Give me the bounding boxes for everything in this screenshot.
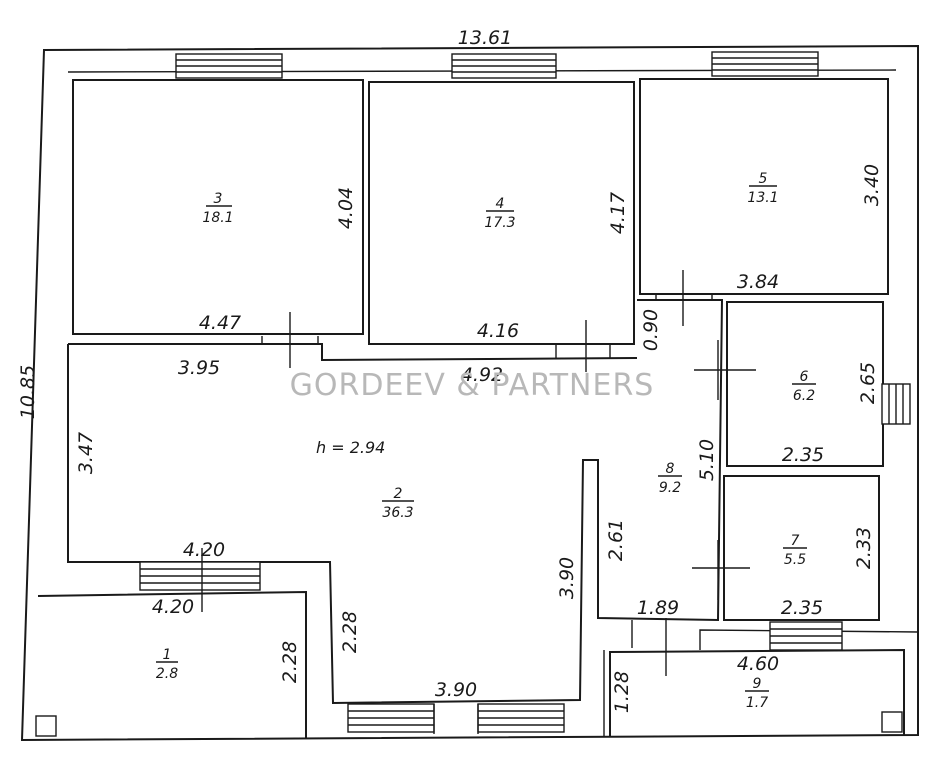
room-1-number: 1 (163, 647, 172, 663)
dim-r9-width: 4.60 (737, 653, 779, 675)
room-5-number: 5 (759, 171, 768, 187)
dim-r7-height: 2.33 (853, 527, 875, 569)
room-8-number: 8 (666, 461, 675, 477)
room-3-outline (72, 79, 364, 335)
dim-overall-width: 13.61 (458, 27, 512, 49)
room-label-8: 8 9.2 (658, 461, 682, 496)
room-2-outline (67, 343, 638, 705)
corner-marker-right (881, 711, 903, 733)
room-4-area-value: 17.3 (484, 215, 515, 231)
dim-r1-height: 2.28 (279, 641, 301, 683)
dim-r6-height: 2.65 (857, 362, 879, 404)
room-7-area: 5.5 (784, 552, 806, 568)
dim-r3-height: 4.04 (335, 187, 357, 229)
window-bottom-2 (477, 703, 565, 733)
window-room-7 (769, 621, 843, 651)
window-top-center (451, 53, 557, 79)
room-9-area: 1.7 (746, 695, 768, 711)
dim-r2-right: 3.90 (556, 557, 578, 599)
room-label-1: 1 2.8 (156, 647, 178, 682)
room-label-9: 9 1.7 (745, 676, 769, 711)
room-label-6: 6 6.2 (792, 369, 816, 404)
room-9-number: 9 (753, 676, 762, 692)
window-bottom-1 (347, 703, 435, 733)
dim-r2-top-right: 4.92 (461, 364, 503, 386)
room-9-walls (603, 620, 919, 736)
room-label-2: 2 36.3 (382, 486, 414, 521)
dim-r2-bottom-left: 4.20 (183, 539, 225, 561)
dim-r9-height: 1.28 (611, 671, 633, 713)
dim-overall-height: 10.85 (17, 365, 39, 419)
ceiling-height: h = 2.94 (316, 438, 385, 457)
room-7-outline (723, 475, 880, 621)
room-3-number: 3 (214, 191, 223, 207)
room-6-number: 6 (800, 369, 809, 385)
room-label-5: 5 13.1 (747, 171, 778, 206)
dim-r2-left: 3.47 (75, 432, 97, 474)
dim-r5-height: 3.40 (861, 164, 883, 206)
dim-r2-top-left: 3.95 (178, 357, 220, 379)
dim-r4-height: 4.17 (607, 192, 629, 234)
window-left-mid (139, 561, 261, 591)
dimension-labels: 13.61 10.85 4.04 4.47 4.17 4.16 3.40 3.8… (17, 27, 883, 713)
room-label-7: 7 5.5 (783, 533, 807, 568)
dim-r2-bottom: 3.90 (435, 679, 477, 701)
room-1-outline (37, 590, 307, 738)
room-3-area: 18.1 (202, 210, 233, 226)
room-5-outline (639, 78, 889, 295)
corner-marker-left (35, 715, 57, 737)
window-top-left (175, 53, 283, 79)
room-8-area: 9.2 (659, 480, 681, 496)
room-2-number: 2 (394, 486, 403, 502)
dim-r8-bottom: 1.89 (637, 597, 679, 619)
room-9-outline (609, 648, 905, 736)
dim-r8-top: 0.90 (640, 309, 662, 351)
room-label-3: 3 18.1 (202, 191, 233, 226)
doors (201, 270, 756, 734)
window-right (881, 383, 911, 425)
dim-r4-width: 4.16 (477, 320, 519, 342)
room-2-area: 36.3 (382, 505, 413, 521)
window-top-right (711, 51, 819, 77)
dim-r8-height: 5.10 (696, 439, 718, 481)
outer-wall-outline (20, 44, 919, 742)
dim-r8-left: 2.61 (605, 519, 627, 561)
watermark-text: GORDEEV & PARTNERS (290, 368, 655, 403)
dim-r3-width: 4.47 (199, 312, 241, 334)
room-label-4: 4 17.3 (484, 196, 515, 231)
room-7-number: 7 (791, 533, 800, 549)
dim-r2-lower-left: 2.28 (339, 611, 361, 653)
dim-r6-width: 2.35 (782, 444, 824, 466)
room-6-area: 6.2 (793, 388, 815, 404)
dim-r1-width: 4.20 (152, 596, 194, 618)
room-4-outline (368, 81, 635, 345)
dim-r7-width: 2.35 (781, 597, 823, 619)
room-4-number: 4 (496, 196, 505, 212)
dim-r5-width: 3.84 (737, 271, 779, 293)
room-1-area: 2.8 (156, 666, 178, 682)
room-5-area: 13.1 (747, 190, 778, 206)
